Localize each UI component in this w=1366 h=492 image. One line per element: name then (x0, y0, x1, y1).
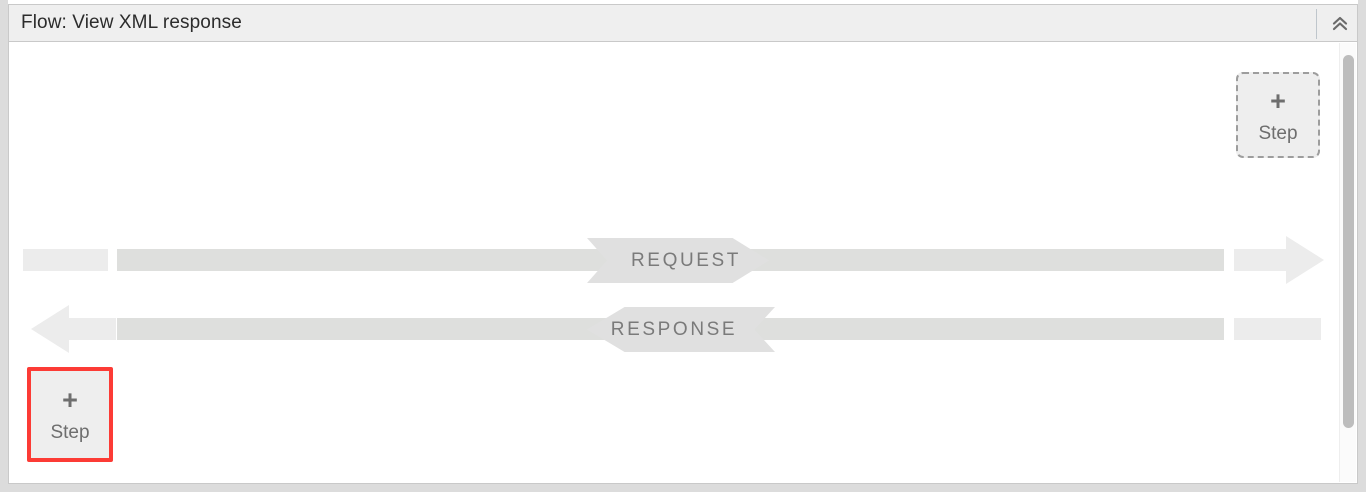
request-arrow-tail (1234, 249, 1288, 271)
scrollbar-thumb[interactable] (1343, 55, 1354, 428)
response-arrow-tail (69, 318, 116, 340)
page-title: Flow: View XML response (21, 12, 242, 33)
header-actions (1316, 5, 1357, 42)
add-step-label: Step (1258, 122, 1298, 144)
plus-icon: + (1270, 85, 1286, 116)
arrow-right-icon (1286, 236, 1324, 284)
add-step-label: Step (50, 422, 90, 443)
request-banner-label: REQUEST (630, 249, 742, 271)
page-edge-right (1358, 0, 1366, 492)
plus-icon: + (62, 385, 78, 415)
request-banner: REQUEST (587, 238, 769, 283)
page-edge-left (0, 0, 8, 492)
response-stub-segment (1234, 318, 1321, 340)
panel-header: Flow: View XML response (9, 5, 1357, 42)
flow-panel: Flow: View XML response + Step (8, 4, 1358, 484)
response-banner: RESPONSE (587, 307, 775, 352)
double-chevron-up-icon (1330, 14, 1350, 34)
response-flow-row: RESPONSE (9, 305, 1357, 353)
add-step-button-top-right[interactable]: + Step (1236, 72, 1320, 158)
request-flow-row: REQUEST (9, 236, 1357, 284)
vertical-scrollbar[interactable] (1339, 43, 1356, 482)
collapse-panel-button[interactable] (1323, 5, 1357, 42)
page-edge-bottom (0, 484, 1366, 492)
request-stub-segment (23, 249, 108, 271)
response-banner-label: RESPONSE (610, 318, 738, 340)
flow-canvas[interactable]: + Step REQUEST RESPONSE (9, 42, 1357, 483)
add-step-button-bottom-left[interactable]: + Step (27, 367, 113, 462)
arrow-left-icon (31, 305, 69, 353)
header-divider (1316, 8, 1317, 39)
